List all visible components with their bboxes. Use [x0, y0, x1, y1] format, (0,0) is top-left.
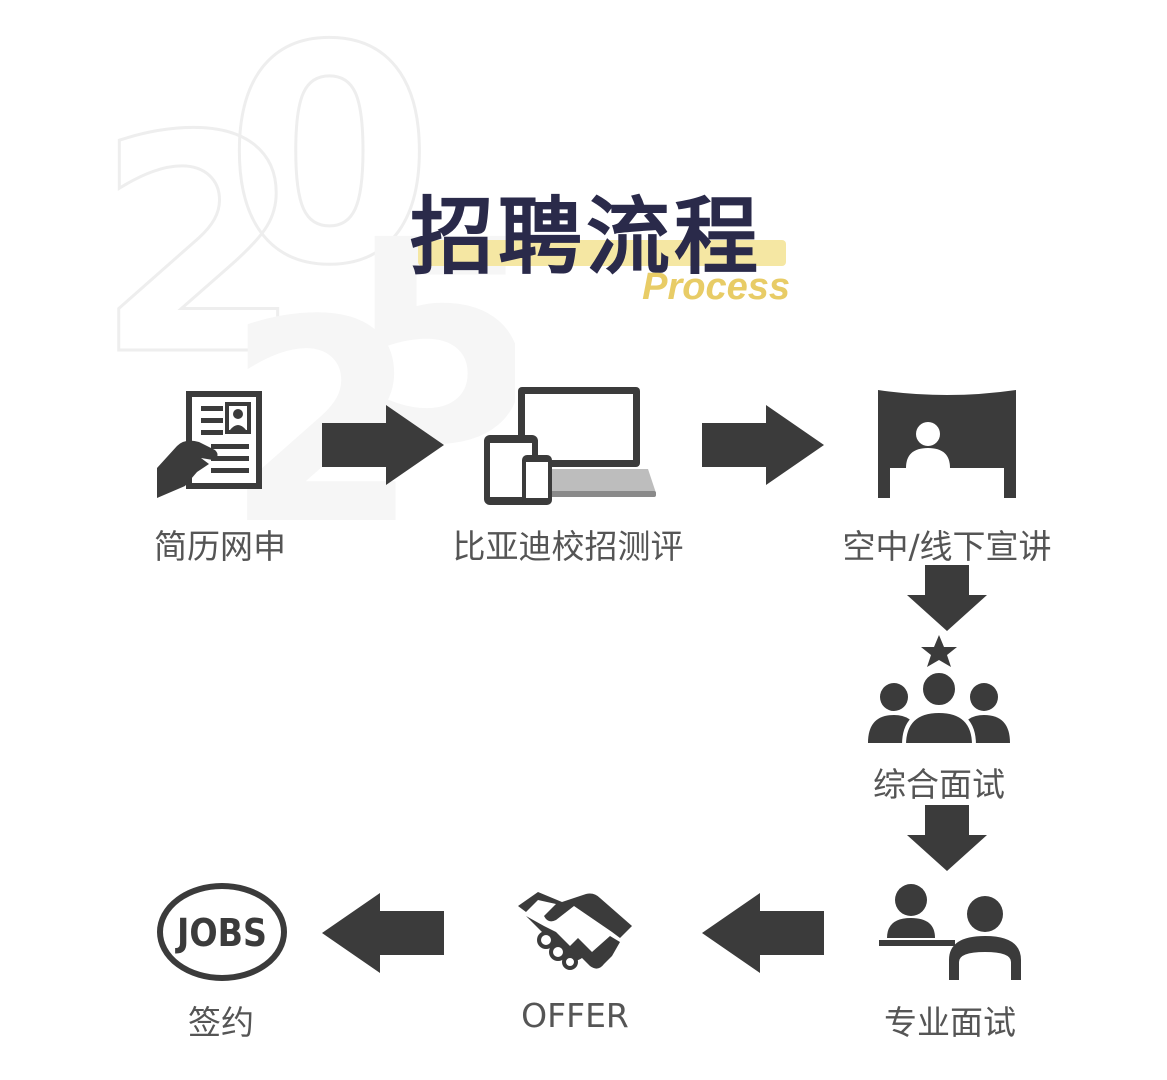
group-star-icon	[868, 635, 1010, 747]
handshake-icon	[518, 892, 632, 970]
arrow-left-icon	[322, 893, 444, 973]
watermark-digit-1: 2	[95, 72, 304, 421]
step-label-offer: OFFER	[521, 996, 629, 1035]
step-label-group-interview: 综合面试	[873, 765, 1005, 804]
step-label-assessment: 比亚迪校招测评	[452, 527, 684, 566]
title-highlight	[418, 240, 786, 266]
step-label-presentation: 空中/线下宣讲	[842, 527, 1052, 566]
step-label-professional-interview: 专业面试	[884, 1003, 1016, 1042]
step-label-resume: 简历网申	[154, 527, 286, 566]
interview-desk-icon	[879, 884, 1021, 980]
page-subtitle: Process	[642, 266, 790, 308]
arrow-right-icon	[702, 405, 824, 485]
step-label-sign: 签约	[188, 1003, 254, 1042]
devices-icon	[484, 387, 656, 505]
arrow-down-icon	[907, 805, 987, 871]
title-block: 招聘流程 Process	[410, 170, 790, 320]
page-title: 招聘流程	[410, 188, 763, 286]
arrow-right-icon	[322, 405, 444, 485]
watermark-digit-2: 0	[225, 20, 434, 331]
jobs-stamp-icon: JOBS	[157, 883, 287, 981]
arrow-down-icon	[907, 565, 987, 631]
resume-in-hand-icon	[157, 391, 262, 498]
presentation-screen-icon	[878, 390, 1016, 498]
jobs-stamp-text: JOBS	[174, 911, 267, 955]
arrow-left-icon	[702, 893, 824, 973]
